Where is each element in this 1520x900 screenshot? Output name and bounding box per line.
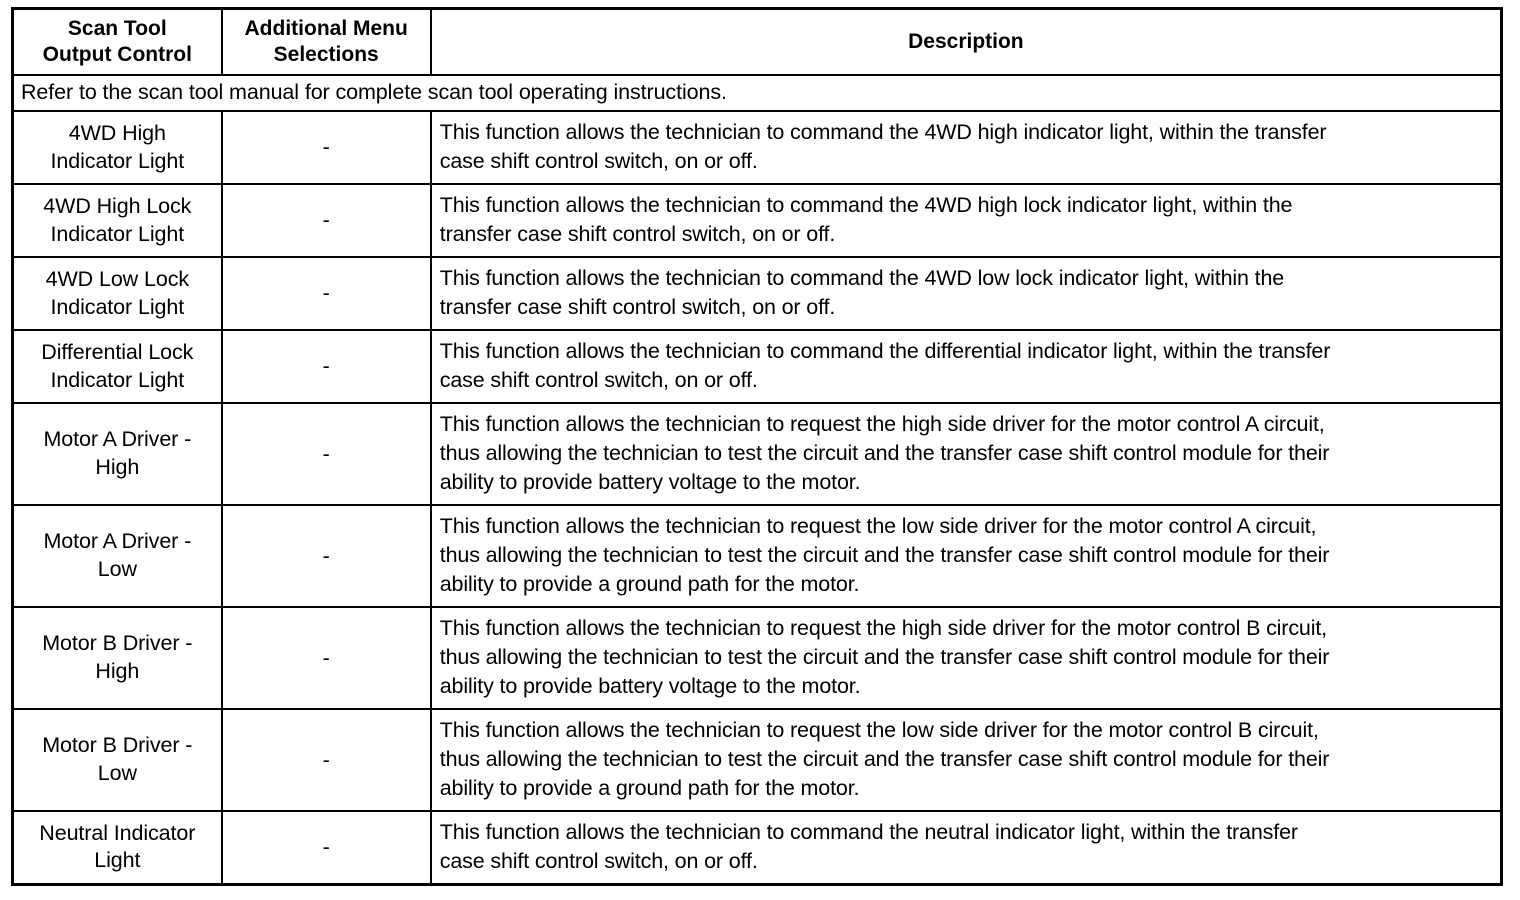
- control-name-cell: 4WD Low Lock Indicator Light: [11, 256, 223, 332]
- description-line: transfer case shift control switch, on o…: [439, 295, 836, 320]
- additional-menu-cell: -: [220, 708, 432, 813]
- control-name-cell: 4WD High Lock Indicator Light: [11, 183, 223, 259]
- control-name-line-2: High: [95, 659, 140, 684]
- additional-menu-cell: -: [220, 504, 432, 609]
- column-header-description: Description: [429, 7, 1503, 77]
- description-line: This function allows the technician to r…: [439, 411, 1325, 436]
- scan-tool-manual-note: Refer to the scan tool manual for comple…: [11, 74, 1503, 113]
- control-name-line-1: Neutral Indicator: [39, 820, 196, 845]
- description-line: ability to provide battery voltage to th…: [439, 470, 861, 495]
- control-name-line-2: Low: [97, 557, 137, 582]
- description-cell: This function allows the technician to r…: [429, 708, 1503, 813]
- description-cell: This function allows the technician to r…: [429, 606, 1503, 711]
- control-name-line-2: Indicator Light: [50, 367, 185, 392]
- scan-tool-output-control-table: Scan Tool Output Control Additional Menu…: [11, 7, 1503, 886]
- description-line: case shift control switch, on or off.: [439, 368, 758, 393]
- table-row: Neutral Indicator Light - This function …: [11, 810, 1503, 886]
- table-body: Refer to the scan tool manual for comple…: [11, 74, 1503, 886]
- description-line: ability to provide a ground path for the…: [439, 572, 860, 597]
- control-name-line-1: 4WD High: [68, 120, 166, 145]
- description-line: thus allowing the technician to test the…: [439, 645, 1330, 670]
- description-cell: This function allows the technician to c…: [429, 110, 1503, 186]
- control-name-cell: Neutral Indicator Light: [11, 810, 223, 886]
- description-cell: This function allows the technician to c…: [429, 329, 1503, 405]
- description-line: case shift control switch, on or off.: [439, 149, 758, 174]
- control-name-line-1: 4WD High Lock: [43, 193, 192, 218]
- description-line: This function allows the technician to c…: [439, 338, 1331, 363]
- control-name-cell: 4WD High Indicator Light: [11, 110, 223, 186]
- control-name-line-2: Indicator Light: [50, 148, 185, 173]
- description-cell: This function allows the technician to r…: [429, 402, 1503, 507]
- header-row: Scan Tool Output Control Additional Menu…: [11, 7, 1503, 77]
- additional-menu-cell: -: [220, 606, 432, 711]
- additional-menu-cell: -: [220, 183, 432, 259]
- description-line: This function allows the technician to r…: [439, 615, 1327, 640]
- header-line-1: Scan Tool: [67, 17, 167, 40]
- control-name-line-1: Differential Lock: [41, 339, 194, 364]
- table-row: 4WD Low Lock Indicator Light - This func…: [11, 256, 1503, 332]
- control-name-line-2: Light: [94, 848, 141, 873]
- table-row: Motor B Driver - Low - This function all…: [11, 708, 1503, 813]
- table-row: 4WD High Lock Indicator Light - This fun…: [11, 183, 1503, 259]
- description-line: This function allows the technician to c…: [439, 192, 1293, 217]
- additional-menu-cell: -: [220, 810, 432, 886]
- control-name-cell: Motor A Driver - Low: [11, 504, 223, 609]
- control-name-line-1: 4WD Low Lock: [45, 266, 189, 291]
- control-name-line-1: Motor B Driver -: [42, 733, 193, 758]
- description-line: thus allowing the technician to test the…: [439, 441, 1330, 466]
- additional-menu-cell: -: [220, 329, 432, 405]
- control-name-cell: Motor B Driver - High: [11, 606, 223, 711]
- additional-menu-cell: -: [220, 256, 432, 332]
- control-name-line-1: Motor B Driver -: [42, 631, 193, 656]
- description-cell: This function allows the technician to c…: [429, 810, 1503, 886]
- control-name-cell: Differential Lock Indicator Light: [11, 329, 223, 405]
- description-line: ability to provide battery voltage to th…: [439, 674, 861, 699]
- control-name-line-2: High: [95, 455, 140, 480]
- table-header: Scan Tool Output Control Additional Menu…: [11, 7, 1503, 77]
- description-line: This function allows the technician to c…: [439, 819, 1298, 844]
- control-name-line-2: Indicator Light: [50, 221, 185, 246]
- additional-menu-cell: -: [220, 110, 432, 186]
- description-cell: This function allows the technician to r…: [429, 504, 1503, 609]
- table-row: 4WD High Indicator Light - This function…: [11, 110, 1503, 186]
- description-line: This function allows the technician to c…: [439, 119, 1327, 144]
- table-row: Motor B Driver - High - This function al…: [11, 606, 1503, 711]
- control-name-line-2: Low: [97, 761, 137, 786]
- header-line-2: Selections: [273, 42, 379, 66]
- control-name-line-1: Motor A Driver -: [43, 427, 192, 452]
- column-header-scan-tool-output-control: Scan Tool Output Control: [11, 7, 223, 77]
- additional-menu-cell: -: [220, 402, 432, 507]
- description-cell: This function allows the technician to c…: [429, 183, 1503, 259]
- table-row: Motor A Driver - High - This function al…: [11, 402, 1503, 507]
- header-line-2: Output Control: [42, 42, 192, 66]
- column-header-additional-menu-selections: Additional Menu Selections: [220, 7, 432, 77]
- description-line: This function allows the technician to r…: [439, 717, 1319, 742]
- description-line: case shift control switch, on or off.: [439, 848, 758, 873]
- description-line: transfer case shift control switch, on o…: [439, 222, 836, 247]
- description-line: ability to provide a ground path for the…: [439, 776, 860, 801]
- table-row: Differential Lock Indicator Light - This…: [11, 329, 1503, 405]
- description-cell: This function allows the technician to c…: [429, 256, 1503, 332]
- note-row: Refer to the scan tool manual for comple…: [11, 74, 1503, 113]
- description-line: This function allows the technician to c…: [439, 265, 1285, 290]
- control-name-cell: Motor A Driver - High: [11, 402, 223, 507]
- description-line: This function allows the technician to r…: [439, 513, 1317, 538]
- control-name-line-2: Indicator Light: [50, 294, 185, 319]
- table-row: Motor A Driver - Low - This function all…: [11, 504, 1503, 609]
- header-line-1: Additional Menu: [244, 17, 408, 40]
- control-name-cell: Motor B Driver - Low: [11, 708, 223, 813]
- description-line: thus allowing the technician to test the…: [439, 747, 1330, 772]
- control-name-line-1: Motor A Driver -: [43, 529, 192, 554]
- description-line: thus allowing the technician to test the…: [439, 543, 1330, 568]
